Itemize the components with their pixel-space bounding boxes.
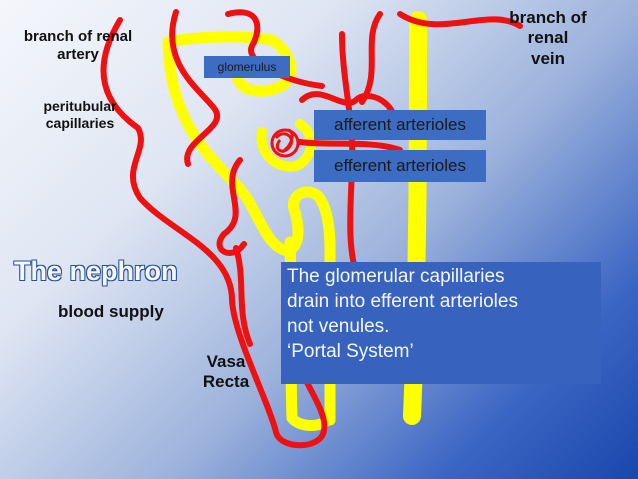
explanation-box: The glomerular capillaries drain into ef… (281, 262, 601, 384)
label-vein: branch of renal vein (496, 8, 600, 69)
label-efferent-arterioles: efferent arterioles (314, 150, 486, 182)
label-glomerulus: glomerulus (204, 56, 290, 78)
label-artery: branch of renal artery (8, 28, 148, 64)
slide-title: The nephron (14, 256, 178, 287)
slide-subtitle: blood supply (58, 302, 164, 322)
label-afferent-arterioles: afferent arterioles (314, 110, 486, 140)
note-line-2: drain into efferent arterioles (287, 289, 595, 314)
note-line-4: ‘Portal System’ (287, 339, 595, 364)
note-line-3: not venules. (287, 314, 595, 339)
note-line-1: The glomerular capillaries (287, 264, 595, 289)
label-vasa-recta: Vasa Recta (196, 352, 256, 393)
glomerulus-knot (272, 130, 298, 156)
label-peritubular: peritubular capillaries (30, 98, 130, 132)
